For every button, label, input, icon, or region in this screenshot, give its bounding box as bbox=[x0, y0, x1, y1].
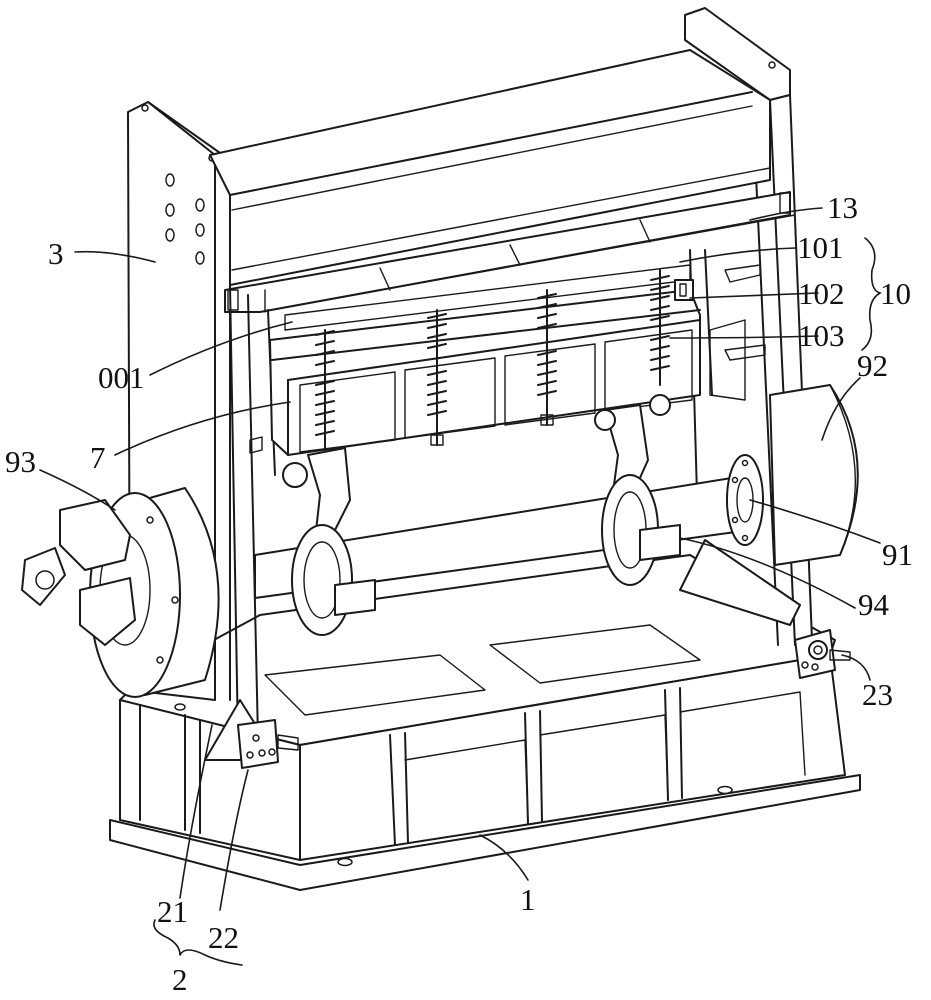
label-94: 94 bbox=[858, 587, 890, 622]
spring-3 bbox=[537, 289, 557, 426]
label-91: 91 bbox=[882, 537, 913, 572]
right-bracket bbox=[679, 539, 851, 679]
label-102: 102 bbox=[798, 276, 845, 311]
springs bbox=[315, 269, 694, 451]
part-labels: 3 13 101 102 10 103 001 92 7 93 91 94 23… bbox=[5, 190, 913, 997]
bearing-right bbox=[594, 394, 681, 586]
label-3: 3 bbox=[48, 236, 64, 271]
label-7: 7 bbox=[90, 440, 106, 475]
label-2: 2 bbox=[172, 962, 188, 997]
leader-lines bbox=[39, 207, 882, 966]
bearing-left bbox=[282, 447, 376, 636]
label-103: 103 bbox=[798, 318, 845, 353]
label-23: 23 bbox=[862, 677, 893, 712]
spring-2 bbox=[427, 309, 447, 446]
scraper-bar bbox=[224, 191, 796, 313]
top-beam bbox=[209, 49, 771, 286]
label-13: 13 bbox=[827, 190, 858, 225]
label-21: 21 bbox=[157, 894, 188, 929]
left-bracket bbox=[204, 699, 299, 769]
spring-holder-beam bbox=[269, 264, 701, 456]
label-22: 22 bbox=[208, 920, 239, 955]
spring-4 bbox=[650, 269, 670, 386]
label-1: 1 bbox=[520, 882, 536, 917]
label-101: 101 bbox=[797, 230, 844, 265]
limit-block bbox=[674, 279, 694, 301]
label-93: 93 bbox=[5, 444, 36, 479]
label-92: 92 bbox=[857, 348, 888, 383]
label-10: 10 bbox=[880, 276, 911, 311]
label-001: 001 bbox=[98, 360, 145, 395]
base-frame bbox=[109, 554, 861, 891]
spring-1 bbox=[315, 329, 335, 451]
